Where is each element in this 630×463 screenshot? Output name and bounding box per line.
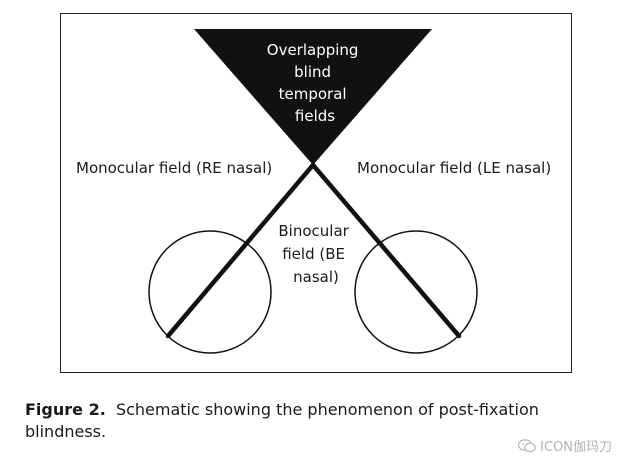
binocular-field-label: Binocular field (BE nasal) [278, 222, 353, 286]
right-eye-sight-line [165, 162, 316, 339]
figure-caption-text: Schematic showing the phenomenon of post… [25, 400, 539, 441]
triangle-label-line: temporal [279, 85, 347, 103]
triangle-label-line: blind [294, 63, 331, 81]
right-eye-circle [148, 230, 272, 354]
figure-caption: Figure 2. Schematic showing the phenomen… [25, 399, 610, 443]
binocular-label-line: field (BE [282, 245, 345, 263]
left-eye-sight-line [310, 162, 462, 339]
watermark: ICON伽玛刀 [518, 436, 612, 455]
left-eye-circle [354, 230, 478, 354]
diagram-frame [60, 13, 572, 373]
binocular-label-line: Binocular [278, 222, 349, 240]
binocular-label-line: nasal) [293, 268, 339, 286]
triangle-label: Overlapping blind temporal fields [267, 41, 363, 125]
triangle-label-line: fields [295, 107, 335, 125]
blind-zone-triangle [194, 29, 432, 165]
figure-caption-label: Figure 2. [25, 400, 106, 419]
wechat-icon [518, 438, 536, 452]
triangle-label-line: Overlapping [267, 41, 359, 59]
left-monocular-field-label: Monocular field (RE nasal) [76, 159, 272, 177]
right-monocular-field-label: Monocular field (LE nasal) [357, 159, 551, 177]
watermark-text: ICON伽玛刀 [540, 440, 612, 455]
